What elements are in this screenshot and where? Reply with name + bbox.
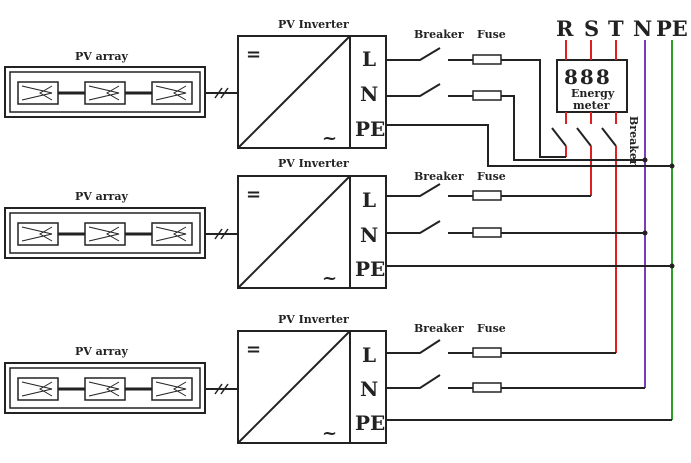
main-breaker-label: Breaker bbox=[627, 116, 640, 166]
dc-symbol: = bbox=[246, 339, 261, 360]
pv-array-label: PV array bbox=[75, 190, 128, 203]
inverter-box bbox=[237, 35, 387, 149]
earth-label: PE bbox=[656, 16, 688, 41]
pv-inverter-label: PV Inverter bbox=[278, 313, 349, 326]
terminal-n: N bbox=[360, 82, 378, 106]
phase-label-r: R bbox=[556, 16, 574, 41]
pv-panel-icon bbox=[17, 377, 193, 401]
fuse-label: Fuse bbox=[477, 170, 506, 183]
fuse-label: Fuse bbox=[477, 28, 506, 41]
energy-meter: 888 Energy meter bbox=[556, 40, 628, 124]
fuse-icon bbox=[472, 190, 502, 201]
neutral-label: N bbox=[633, 16, 652, 41]
ac-symbol: ~ bbox=[322, 423, 337, 444]
fuse-icon bbox=[472, 90, 502, 101]
terminal-l: L bbox=[362, 343, 376, 367]
pv-array-frame bbox=[4, 207, 206, 259]
terminal-n: N bbox=[360, 377, 378, 401]
pv-array-label: PV array bbox=[75, 345, 128, 358]
terminal-pe: PE bbox=[355, 411, 385, 435]
terminal-pe: PE bbox=[355, 257, 385, 281]
fuse-icon bbox=[472, 347, 502, 358]
junction-dots bbox=[642, 157, 675, 269]
pv-unit-1: PV array PV Inverter = ~ L N PE Breaker … bbox=[4, 18, 672, 167]
pv-panel-icon bbox=[17, 81, 193, 105]
bus-bars: R S T N PE 888 Energy meter bbox=[551, 16, 688, 420]
fuse-icon bbox=[472, 382, 502, 393]
energy-meter-label-2: meter bbox=[573, 99, 610, 112]
inverter-box bbox=[237, 330, 387, 444]
fuse-icon bbox=[472, 227, 502, 238]
breaker-label: Breaker bbox=[414, 322, 464, 335]
terminal-pe: PE bbox=[355, 117, 385, 141]
pv-array-frame bbox=[4, 66, 206, 118]
phase-label-s: S bbox=[584, 16, 599, 41]
fuse-icon bbox=[472, 54, 502, 65]
breaker-label: Breaker bbox=[414, 28, 464, 41]
energy-meter-label-1: Energy bbox=[571, 87, 615, 100]
breaker-label: Breaker bbox=[414, 170, 464, 183]
pv-array-label: PV array bbox=[75, 50, 128, 63]
ac-symbol: ~ bbox=[322, 268, 337, 289]
terminal-l: L bbox=[362, 188, 376, 212]
ac-symbol: ~ bbox=[322, 128, 337, 149]
fuse-label: Fuse bbox=[477, 322, 506, 335]
phase-label-t: T bbox=[608, 16, 624, 41]
terminal-l: L bbox=[362, 47, 376, 71]
dc-symbol: = bbox=[246, 44, 261, 65]
main-breaker: Breaker bbox=[551, 116, 640, 166]
pv-inverter-label: PV Inverter bbox=[278, 157, 349, 170]
pv-unit-2: PV array PV Inverter = ~ L N PE Breaker … bbox=[4, 157, 672, 289]
pv-panel-icon bbox=[17, 222, 193, 246]
terminal-n: N bbox=[360, 223, 378, 247]
inverter-box bbox=[237, 175, 387, 289]
dc-symbol: = bbox=[246, 184, 261, 205]
meter-display: 888 bbox=[564, 65, 612, 89]
pv-unit-3: PV array PV Inverter = ~ L N PE Breaker … bbox=[4, 313, 672, 444]
pv-inverter-label: PV Inverter bbox=[278, 18, 349, 31]
